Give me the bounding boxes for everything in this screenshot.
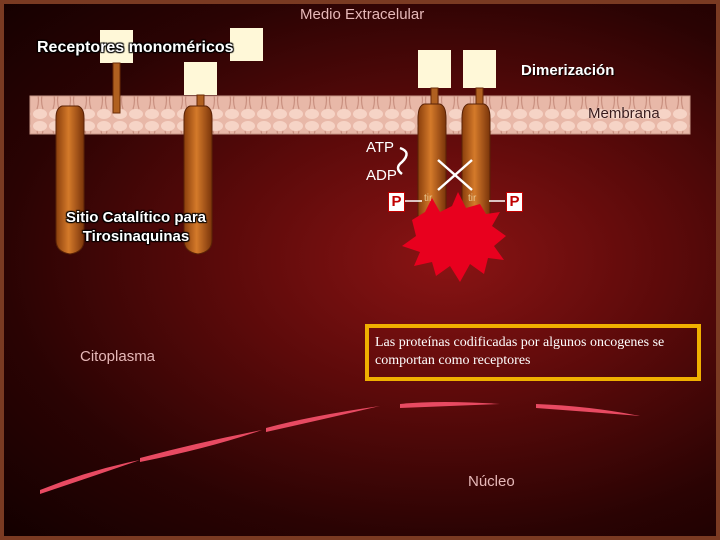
activation-burst <box>402 192 506 282</box>
free-ligand <box>230 28 263 61</box>
monomeric-receptor-1 <box>55 30 133 255</box>
callout-text: Las proteínas codificadas por algunos on… <box>375 335 665 368</box>
monomeric-receptor-2 <box>183 62 217 255</box>
dimerization-label: Dimerización <box>521 62 615 79</box>
membrane-bilayer <box>29 95 691 135</box>
extracellular-label: Medio Extracelular <box>300 6 425 23</box>
tyrosine-label-right: tir <box>468 193 477 204</box>
atp-adp-arrow <box>396 146 408 175</box>
phosphate-badge-left: P <box>388 192 405 212</box>
nucleus-label: Núcleo <box>468 473 515 490</box>
cytoplasm-label: Citoplasma <box>80 348 156 365</box>
ligand-binding-domain <box>100 30 133 63</box>
cross-phosphorylation-line-2 <box>437 159 473 191</box>
adp-label: ADP <box>366 167 397 184</box>
nucleus-envelope <box>40 402 640 494</box>
membrane-label: Membrana <box>588 105 660 122</box>
ligand-binding-domain <box>184 62 217 95</box>
catalytic-site-label: Sitio Catalítico para Tirosinaquinas <box>65 209 207 245</box>
oncogene-callout: Las proteínas codificadas por algunos on… <box>365 324 701 381</box>
monomeric-receptors-label: Receptores monoméricos <box>37 39 234 56</box>
cytoplasmic-domain <box>55 105 85 255</box>
cytoplasmic-domain <box>183 105 213 255</box>
atp-label: ATP <box>366 139 395 156</box>
phosphate-badge-right: P <box>506 192 523 212</box>
tyrosine-label-left: tir <box>424 193 433 204</box>
